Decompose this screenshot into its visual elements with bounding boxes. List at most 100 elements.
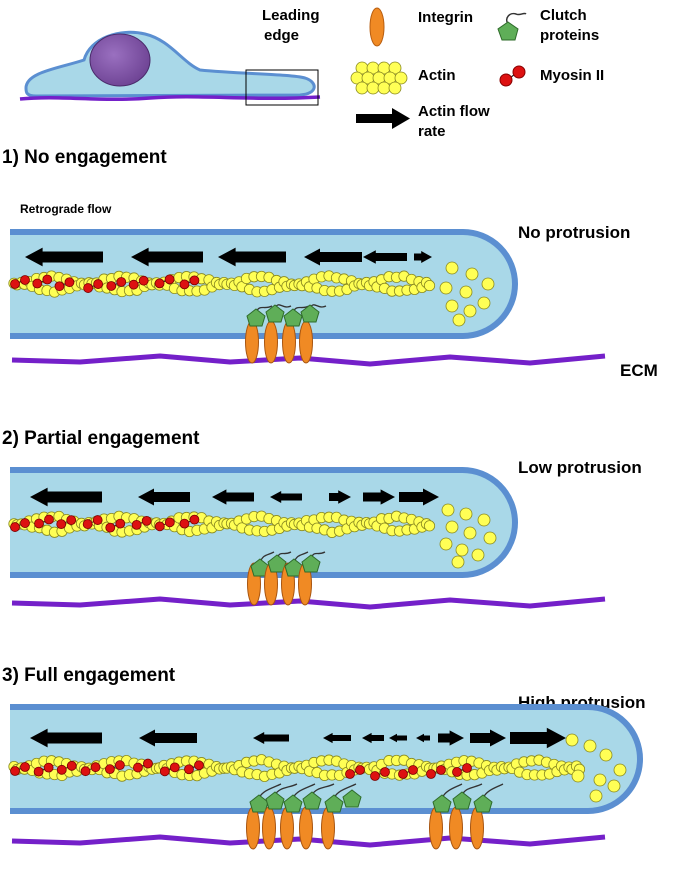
clutch-protein: [342, 789, 362, 808]
myosin-head: [370, 771, 380, 781]
myosin-head: [131, 519, 142, 530]
actin-monomer: [439, 281, 453, 295]
myosin-head: [66, 760, 77, 771]
myosin-head: [380, 767, 390, 777]
flow-arrow-forward: [438, 730, 464, 746]
actin-monomer: [452, 313, 466, 327]
integrin: [470, 806, 484, 850]
integrin: [429, 806, 443, 850]
myosin-head: [345, 769, 355, 779]
myosin-head: [64, 277, 75, 288]
flow-arrow-retrograde: [323, 732, 351, 744]
actin-monomer: [459, 507, 473, 521]
actin-monomer: [366, 81, 380, 95]
flow-arrow-retrograde: [218, 247, 286, 267]
leading-edge-box: [245, 69, 319, 106]
actin-monomer: [441, 503, 455, 517]
myosin-head: [179, 518, 190, 529]
myosin-head: [54, 281, 65, 292]
myosin-head: [106, 281, 117, 291]
flow-arrow-forward: [510, 727, 566, 749]
flow-arrow-retrograde: [30, 487, 102, 507]
actin-monomer: [451, 555, 465, 569]
clutch-legend-label-1: Clutch: [540, 7, 587, 24]
myosin-head: [116, 277, 127, 287]
myosin-head: [105, 764, 115, 775]
myosin-legend-label: Myosin II: [540, 67, 604, 84]
actin-legend-label: Actin: [418, 67, 456, 84]
myosin-head: [184, 764, 194, 775]
actin-legend-icon: [350, 61, 408, 95]
panel-1-title: 1) No engagement: [2, 147, 167, 168]
integrin-legend-label: Integrin: [418, 9, 473, 26]
actin-monomer: [463, 526, 477, 540]
integrin: [321, 806, 335, 850]
integrin: [262, 806, 276, 850]
myosin-head: [164, 517, 175, 528]
myosin-head: [82, 519, 93, 529]
myosin-head: [452, 767, 462, 777]
leading-edge-label-1: Leading: [262, 7, 320, 24]
myosin-head: [115, 760, 125, 771]
myosin-head: [128, 279, 139, 290]
flow-arrow-retrograde: [253, 732, 289, 744]
integrin: [449, 806, 463, 850]
actin-monomer: [483, 531, 497, 545]
myosin-head: [355, 765, 365, 775]
myosin-head: [20, 275, 30, 285]
actin-flow-label-2: rate: [418, 123, 446, 140]
clutch-protein: [301, 554, 321, 573]
myosin-head: [194, 760, 204, 771]
actin-monomer: [355, 81, 369, 95]
myosin-head: [426, 769, 436, 779]
flow-arrow-forward: [329, 490, 351, 504]
overview-cell: [19, 30, 321, 106]
clutch-protein: [452, 791, 472, 810]
ecm-substrate: [11, 353, 606, 367]
clutch-protein: [250, 558, 270, 577]
clutch-protein: [265, 791, 285, 810]
arrow-legend-icon: [356, 108, 410, 129]
flow-arrow-forward: [414, 251, 432, 263]
myosin-head: [33, 766, 44, 777]
actin-monomer: [465, 267, 479, 281]
myosin-head: [44, 514, 54, 525]
clutch-protein: [284, 558, 304, 577]
myosin-head: [105, 522, 116, 533]
flow-arrow-retrograde: [131, 247, 203, 267]
clutch-protein: [300, 304, 320, 323]
actin-monomer: [477, 296, 491, 310]
myosin-head: [164, 274, 175, 285]
myosin-head: [462, 763, 472, 773]
ecm-label: ECM: [620, 361, 658, 380]
leading-edge-label-2: edge: [264, 27, 299, 44]
myosin-head: [159, 766, 170, 777]
integrin: [246, 806, 260, 850]
flow-arrow-retrograde: [304, 248, 362, 266]
clutch-legend-icon: [497, 12, 527, 41]
cell-membrane: [10, 229, 518, 339]
myosin-head: [115, 518, 126, 529]
myosin-head: [10, 279, 20, 289]
flow-arrow-retrograde: [363, 250, 407, 264]
clutch-protein: [283, 794, 303, 813]
actin-monomer: [565, 733, 579, 747]
myosin-head: [10, 766, 20, 776]
flow-arrow-retrograde: [389, 733, 407, 743]
myosin-head: [20, 762, 30, 772]
flow-arrow-forward: [363, 489, 395, 505]
flow-arrow-retrograde: [25, 247, 103, 267]
clutch-protein: [267, 554, 287, 573]
actin-monomer: [613, 763, 627, 777]
myosin-legend-icon: [499, 65, 526, 87]
myosin-head: [20, 518, 30, 528]
integrin: [282, 320, 296, 364]
clutch-legend-label-2: proteins: [540, 27, 599, 44]
myosin-head: [92, 515, 103, 525]
myosin-head: [43, 762, 54, 773]
myosin-head: [56, 764, 67, 775]
actin-monomer: [599, 748, 613, 762]
actin-monomer: [481, 277, 495, 291]
panel-3-title: 3) Full engagement: [2, 665, 176, 686]
